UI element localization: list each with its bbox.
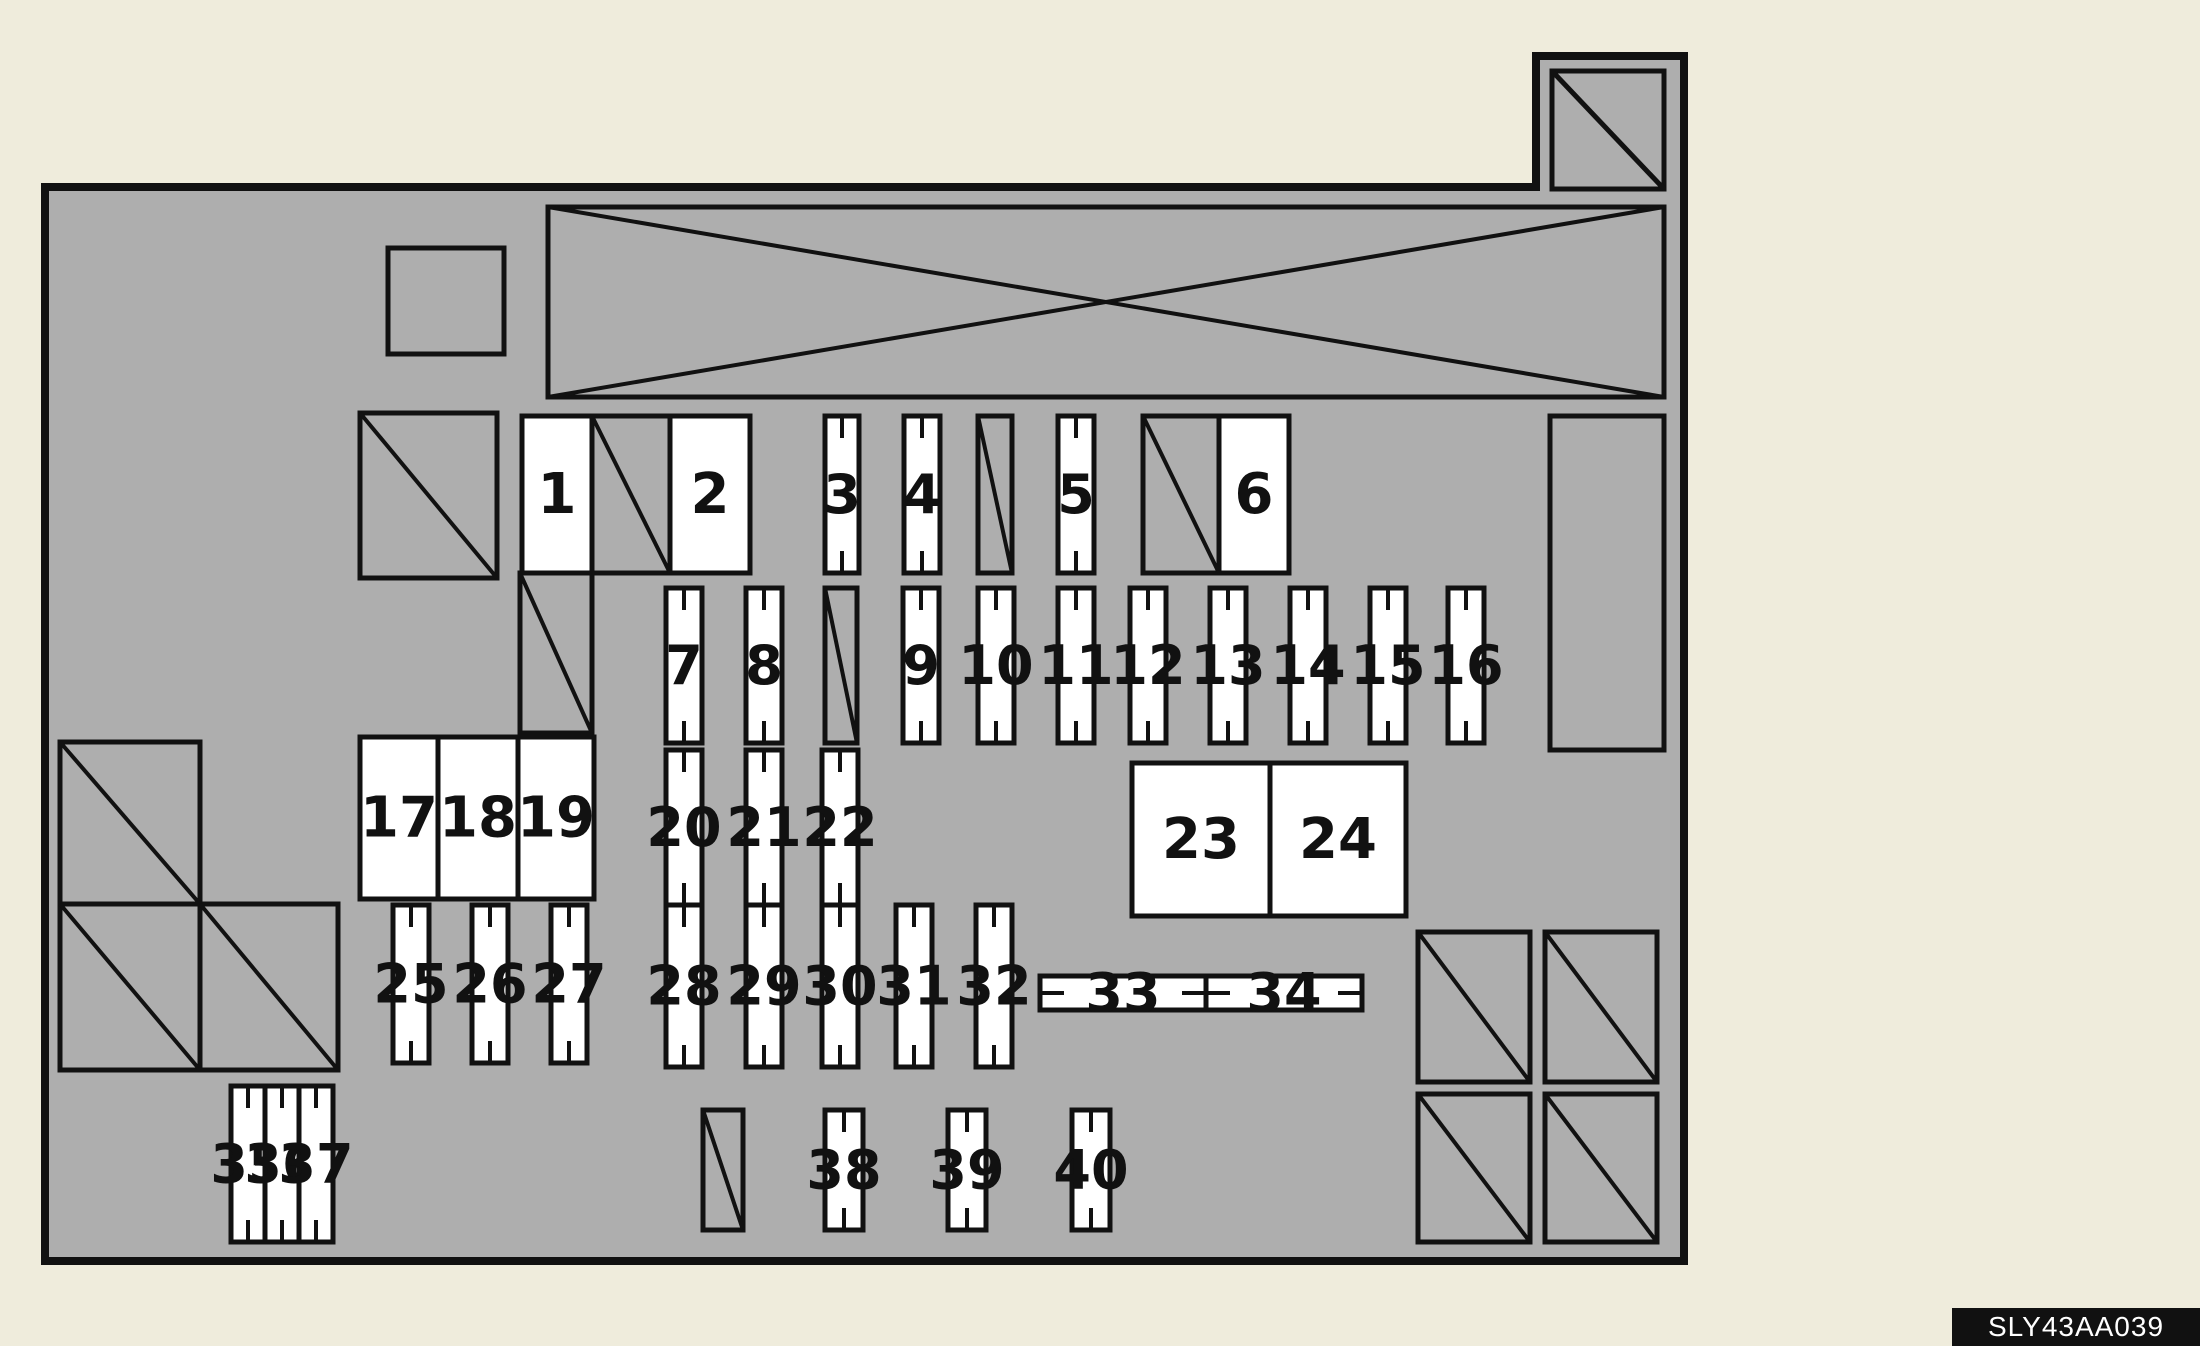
fuse-label-25: 25 (373, 953, 448, 1016)
relay-slot-left-lower-2 (197, 901, 341, 1073)
cover-block-x (545, 204, 1667, 400)
fuse-label-24: 24 (1299, 807, 1377, 872)
fuse-label-19: 19 (517, 786, 595, 851)
fuse-32: 32 (956, 902, 1032, 1070)
spare-slot-left (357, 410, 500, 581)
fuse-label-5: 5 (1057, 463, 1095, 526)
fuse-label-6: 6 (1235, 462, 1274, 527)
fuse-label-34: 34 (1246, 962, 1321, 1025)
fuse-label-28: 28 (646, 955, 721, 1018)
spare-slot-left-of-6 (1140, 413, 1222, 576)
fuse-25: 25 (373, 902, 449, 1066)
fuse-label-8: 8 (745, 634, 783, 697)
relay-slot-top-right (1549, 68, 1667, 192)
fuse-label-39: 39 (929, 1139, 1004, 1202)
fuse-label-37: 37 (278, 1133, 353, 1196)
relay-slot-left-upper (57, 739, 203, 907)
fuse-39: 39 (929, 1107, 1005, 1233)
fuse-label-33: 33 (1085, 962, 1160, 1025)
fuse-label-27: 27 (531, 953, 606, 1016)
fuse-label-23: 23 (1162, 807, 1240, 872)
empty-slot-square (385, 245, 507, 357)
fuse-28: 28 (646, 902, 722, 1070)
fuse-label-31: 31 (876, 955, 951, 1018)
fuse-2: 2 (667, 413, 753, 576)
fuse-label-12: 12 (1110, 634, 1185, 697)
fuse-26: 26 (452, 902, 528, 1066)
fuse-14: 14 (1270, 585, 1346, 746)
fuse-16: 16 (1428, 585, 1504, 746)
fuse-label-10: 10 (958, 634, 1033, 697)
fuse-label-20: 20 (646, 796, 721, 859)
fuse-40: 40 (1053, 1107, 1129, 1233)
fuse-label-26: 26 (452, 953, 527, 1016)
spare-slot-between-1-2 (589, 413, 673, 576)
fuse-27: 27 (531, 902, 607, 1066)
fuse-7: 7 (663, 585, 705, 746)
fuse-3: 3 (822, 413, 862, 576)
fuse-24: 24 (1267, 760, 1409, 919)
fuse-label-22: 22 (802, 796, 877, 859)
fuse-label-32: 32 (956, 955, 1031, 1018)
fuse-30: 30 (802, 902, 878, 1070)
fuse-4: 4 (901, 413, 943, 576)
fuse-label-9: 9 (902, 634, 940, 697)
fuse-20: 20 (646, 747, 722, 908)
spare-slot-thin-1 (975, 413, 1015, 576)
fuse-label-11: 11 (1038, 634, 1113, 697)
spare-slot-thin-3 (700, 1107, 746, 1233)
fuse-29: 29 (726, 902, 802, 1070)
fuse-5: 5 (1055, 413, 1097, 576)
fuse-11: 11 (1038, 585, 1114, 746)
relay-slot-right-4 (1542, 1091, 1660, 1245)
fuse-label-38: 38 (806, 1139, 881, 1202)
fuse-33: 33 (1037, 962, 1209, 1025)
fuse-label-4: 4 (903, 463, 941, 526)
fuse-6: 6 (1216, 413, 1292, 576)
fuse-19: 19 (515, 734, 597, 902)
relay-slot-right-3 (1415, 1091, 1533, 1245)
fuse-1: 1 (519, 413, 595, 576)
fuse-38: 38 (806, 1107, 882, 1233)
relay-slot-right-2 (1542, 929, 1660, 1085)
spare-slot-under-1 (517, 570, 595, 736)
fuse-label-2: 2 (691, 462, 730, 527)
spare-slot-thin-2 (822, 585, 860, 746)
fuse-23: 23 (1129, 760, 1273, 919)
fuse-label-16: 16 (1428, 634, 1503, 697)
fuse-label-14: 14 (1270, 634, 1345, 697)
fuse-17: 17 (357, 734, 441, 902)
fuse-22: 22 (802, 747, 878, 908)
fuse-label-1: 1 (538, 462, 577, 527)
fuse-label-3: 3 (823, 463, 861, 526)
fuse-37: 37 (278, 1083, 354, 1245)
fuse-label-17: 17 (360, 786, 438, 851)
reference-code: SLY43AA039 (1952, 1308, 2200, 1346)
fuse-8: 8 (743, 585, 785, 746)
fuse-label-18: 18 (439, 786, 517, 851)
relay-slot-left-lower-1 (57, 901, 203, 1073)
fuse-31: 31 (876, 902, 952, 1070)
fuse-9: 9 (900, 585, 942, 746)
fuse-label-15: 15 (1350, 634, 1425, 697)
fuse-13: 13 (1190, 585, 1266, 746)
fuse-21: 21 (726, 747, 802, 908)
fuse-label-21: 21 (726, 796, 801, 859)
fuse-label-13: 13 (1190, 634, 1265, 697)
fuse-15: 15 (1350, 585, 1426, 746)
relay-slot-right-1 (1415, 929, 1533, 1085)
fuse-18: 18 (435, 734, 521, 902)
fuse-label-30: 30 (802, 955, 877, 1018)
fuse-label-40: 40 (1053, 1139, 1128, 1202)
fuse-10: 10 (958, 585, 1034, 746)
empty-slot-tall (1547, 413, 1667, 753)
fuse-12: 12 (1110, 585, 1186, 746)
fuse-label-7: 7 (665, 634, 703, 697)
fuse-34: 34 (1203, 962, 1365, 1025)
fuse-label-29: 29 (726, 955, 801, 1018)
